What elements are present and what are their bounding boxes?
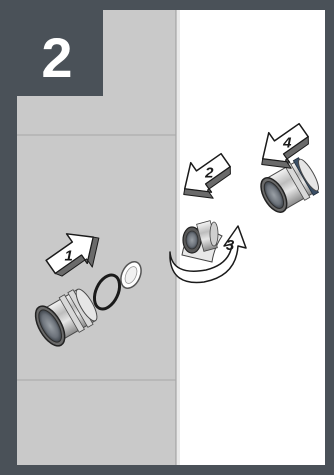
step-number: 2 — [41, 26, 72, 89]
arrow-1-label: 1 — [65, 247, 73, 264]
arrow-3-label: 3 — [226, 237, 235, 254]
arrow-2-label: 2 — [204, 165, 214, 182]
arrow-4-label: 4 — [282, 135, 292, 152]
panel-edge — [176, 10, 180, 465]
